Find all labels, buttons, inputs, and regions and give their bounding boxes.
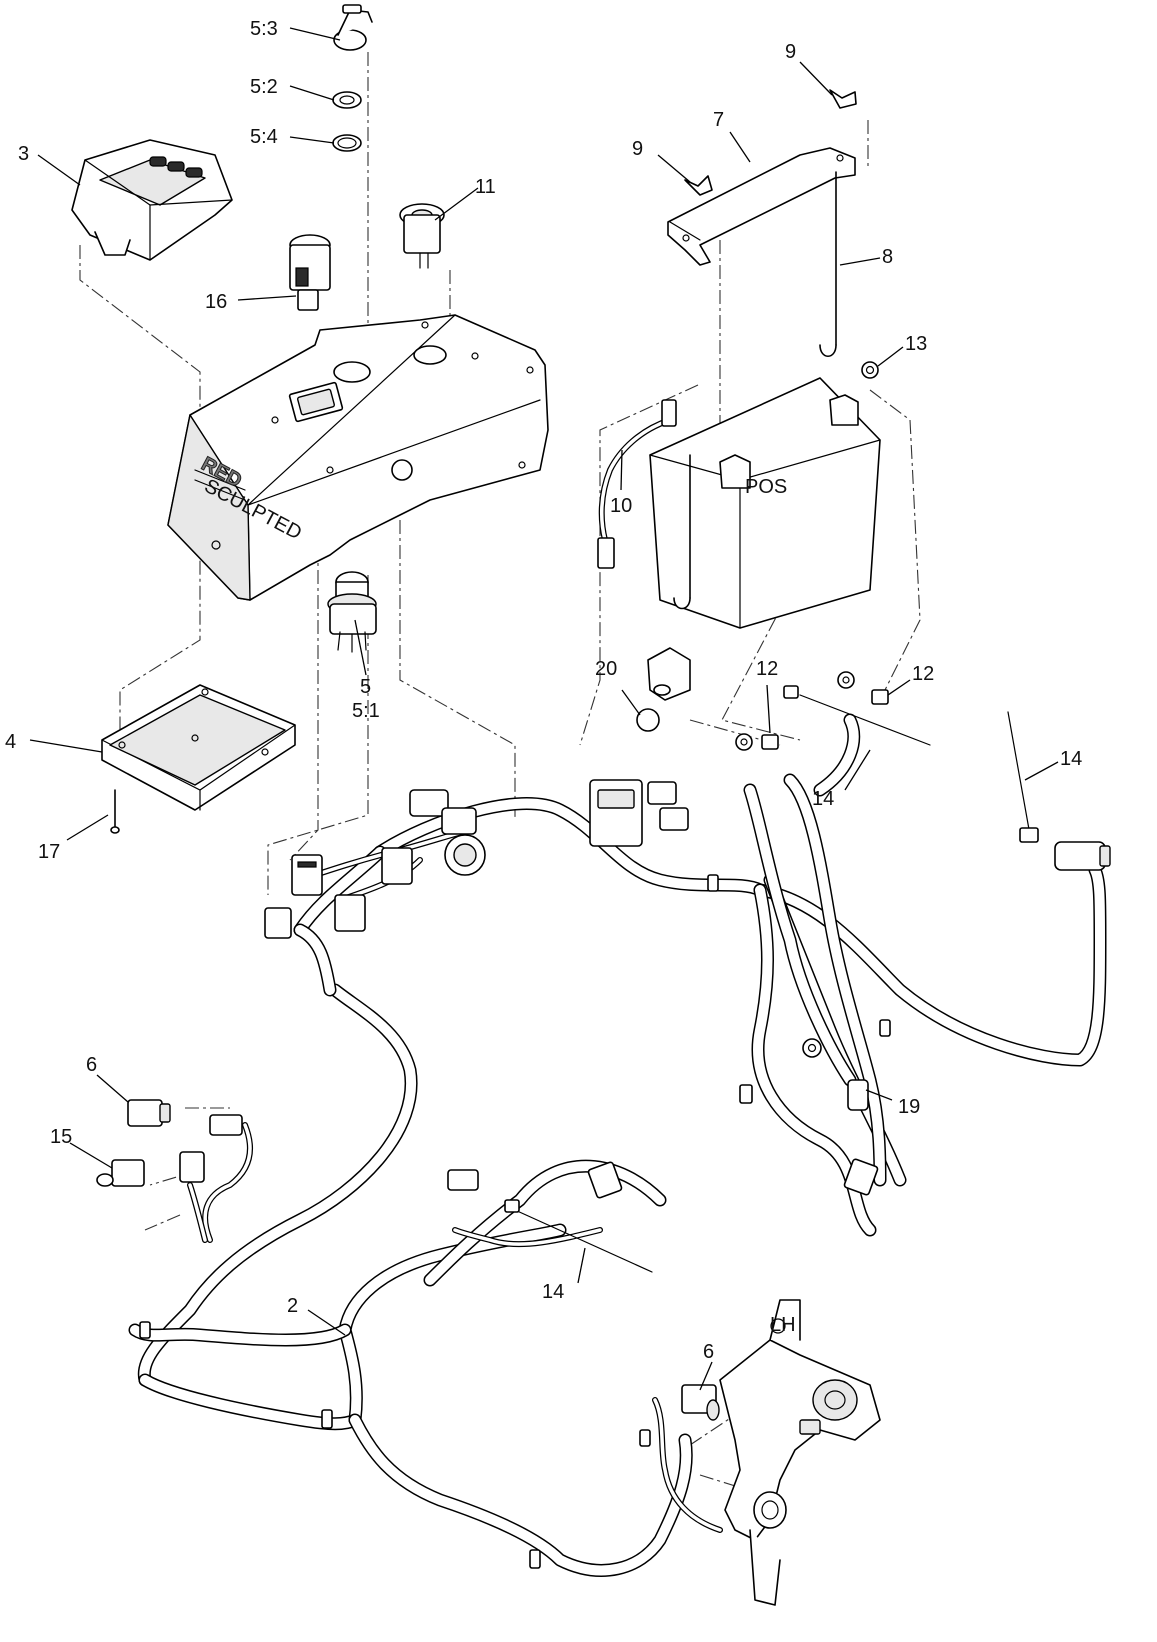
callout-16: 16 [205,291,227,313]
switch-part-16 [289,234,331,311]
callout-2: 2 [287,1295,298,1317]
harness-connector-cluster [264,671,1111,1199]
battery-terminal-label: POS [745,476,787,498]
callout-5-1: 5:1 [352,700,380,722]
power-outlet [399,203,445,269]
callout-10: 10 [610,495,632,517]
relays-left [96,1099,243,1187]
callout-5-3: 5:3 [250,18,278,40]
callout-14b: 14 [1060,748,1082,770]
ignition-switch-assembly [327,4,377,653]
controller-module [101,684,296,834]
callout-7: 7 [713,109,724,131]
callout-labels: 5:3 5:2 5:4 3 11 16 9 9 7 8 13 10 5 5:1 … [5,18,1082,1363]
callout-12b: 12 [912,663,934,685]
callout-5-2: 5:2 [250,76,278,98]
callout-17: 17 [38,841,60,863]
fused-wire-10 [597,399,677,569]
terminal-boot [636,647,691,732]
leader-lines [29,27,1059,1391]
bracket-mark: LH [770,1314,796,1336]
bolts-12 [761,689,889,750]
callout-20: 20 [595,658,617,680]
callout-9b: 9 [785,41,796,63]
callout-5-4: 5:4 [250,126,278,148]
battery: POS [649,377,881,629]
main-wire-harness [128,713,1107,1577]
callout-6a: 6 [86,1054,97,1076]
dash-console: RED SCULPTED [167,314,549,601]
callout-6b: 6 [703,1341,714,1363]
relay-and-pedal-bracket: LH [681,1299,881,1606]
callout-15: 15 [50,1126,72,1148]
nut-13 [861,361,879,379]
callout-12a: 12 [756,658,778,680]
callout-13: 13 [905,333,927,355]
callout-5: 5 [360,676,371,698]
callout-9a: 9 [632,138,643,160]
battery-hold-down [667,89,857,358]
cable-ties [504,685,1039,1273]
callout-8: 8 [882,246,893,268]
callout-14a: 14 [812,788,834,810]
nut-13-hole [865,365,875,375]
callout-11: 11 [475,176,496,198]
hour-meter-display [71,139,233,261]
callout-14c: 14 [542,1281,564,1303]
callout-3: 3 [18,143,29,165]
callout-4: 4 [5,731,16,753]
callout-19: 19 [898,1096,920,1118]
